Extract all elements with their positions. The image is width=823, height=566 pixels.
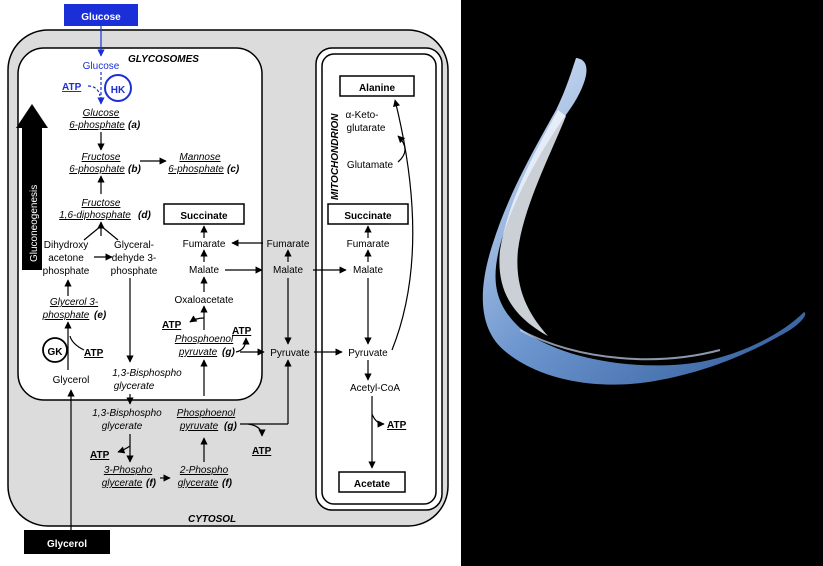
pg2-tag: (f) — [222, 478, 233, 489]
acetate: Acetate — [354, 479, 391, 490]
aketo-line2: glutarate — [347, 123, 386, 134]
f6p-line2: 6-phosphate — [69, 164, 125, 175]
cytosol-malate: Malate — [273, 265, 303, 276]
cytosol-pep-line2: pyruvate — [179, 421, 219, 432]
mitochondrion-label: MITOCHONDRION — [330, 113, 341, 200]
pg3-line1: 3-Phospho — [104, 465, 153, 476]
glycosome-malate: Malate — [189, 265, 219, 276]
atp-gk: ATP — [84, 348, 104, 359]
glycosome-glycerol: Glycerol — [53, 375, 90, 386]
pg3-tag: (f) — [146, 478, 157, 489]
g6p-line2: 6-phosphate — [69, 120, 125, 131]
trypanosome-image — [482, 58, 806, 385]
m6p-line1: Mannose — [179, 152, 221, 163]
cytosol-bpg-line1: 1,3-Bisphospho — [92, 408, 162, 419]
g6p-line1: Glucose — [83, 108, 120, 119]
hk-label: HK — [111, 85, 126, 96]
cytosol-bpg-line2: glycerate — [102, 421, 143, 432]
gluconeogenesis-arrow — [16, 104, 48, 270]
g3p-line1: Glycerol 3- — [50, 297, 99, 308]
g3p-line2: phosphate — [42, 310, 90, 321]
dhap-line1: Dihydroxy — [44, 240, 88, 251]
gap-line3: phosphate — [111, 266, 158, 277]
glycosome-succinate: Succinate — [180, 211, 228, 222]
aketo-line1: α-Keto- — [345, 110, 378, 121]
glucose-input-box — [64, 4, 138, 26]
dhap-line3: phosphate — [43, 266, 90, 277]
glycerol-input-box — [24, 530, 110, 554]
mito-malate: Malate — [353, 265, 383, 276]
glycosome-pep-line1: Phosphoenol — [175, 334, 234, 345]
mito-pyruvate: Pyruvate — [348, 348, 388, 359]
cytosol-pep-tag: (g) — [224, 421, 237, 432]
gluconeogenesis-label: Gluconeogenesis — [29, 185, 40, 262]
glycosome-pep-tag: (g) — [222, 347, 235, 358]
pg2-line1: 2-Phospho — [179, 465, 229, 476]
acetyl-coa: Acetyl-CoA — [350, 383, 400, 394]
hexokinase-circle — [104, 74, 132, 102]
atp-hk-label: ATP — [62, 82, 82, 93]
oxaloacetate: Oxaloacetate — [175, 295, 234, 306]
glycerol-input-label: Glycerol — [47, 539, 87, 550]
glycosome-fumarate: Fumarate — [183, 239, 226, 250]
f16bp-line2: 1,6-diphosphate — [59, 210, 131, 221]
g3p-tag: (e) — [94, 310, 107, 321]
m6p-line2: 6-phosphate — [168, 164, 224, 175]
gap-line1: Glyceral- — [114, 240, 154, 251]
mitochondrion-inner-membrane — [321, 53, 437, 505]
mito-succinate-box — [327, 203, 409, 225]
f6p-tag: (b) — [128, 164, 141, 175]
glucose-input-label: Glucose — [81, 12, 121, 23]
cytosol-pep-line1: Phosphoenol — [177, 408, 236, 419]
acetate-box — [338, 471, 406, 493]
alanine: Alanine — [359, 83, 396, 94]
micrograph-panel — [461, 0, 823, 566]
glycosome-pep-line2: pyruvate — [178, 347, 218, 358]
f16bp-tag: (d) — [138, 210, 151, 221]
cytosol-label: CYTOSOL — [188, 514, 236, 525]
atp-mito: ATP — [387, 420, 407, 431]
glycosome-bpg-line1: 1,3-Bisphospho — [112, 368, 182, 379]
dhap-line2: acetone — [48, 253, 84, 264]
mito-succinate: Succinate — [344, 211, 392, 222]
glycerol-kinase-circle — [42, 337, 68, 363]
glycosomes-label: GLYCOSOMES — [128, 54, 199, 65]
atp-cytosol-bpg: ATP — [90, 450, 110, 461]
cytosol-fumarate: Fumarate — [267, 239, 310, 250]
pg2-line2: glycerate — [178, 478, 219, 489]
mitochondrion-outer-membrane — [315, 47, 443, 511]
glucose-small-label: Glucose — [83, 61, 120, 72]
atp-oxaloacetate: ATP — [162, 320, 182, 331]
mito-fumarate: Fumarate — [347, 239, 390, 250]
m6p-tag: (c) — [227, 164, 240, 175]
glutamate: Glutamate — [347, 160, 394, 171]
glycosome-bpg-line2: glycerate — [114, 381, 155, 392]
pg3-line2: glycerate — [102, 478, 143, 489]
g6p-tag: (a) — [128, 120, 141, 131]
cytosol-pyruvate: Pyruvate — [270, 348, 310, 359]
gap-line2: dehyde 3- — [112, 253, 156, 264]
atp-pep-glycosome: ATP — [232, 326, 252, 337]
f16bp-line1: Fructose — [82, 198, 121, 209]
glycosome-succinate-box — [163, 203, 245, 225]
atp-cytosol-pep: ATP — [252, 446, 272, 457]
alanine-box — [339, 75, 415, 97]
f6p-line1: Fructose — [82, 152, 121, 163]
gk-label: GK — [48, 347, 64, 358]
